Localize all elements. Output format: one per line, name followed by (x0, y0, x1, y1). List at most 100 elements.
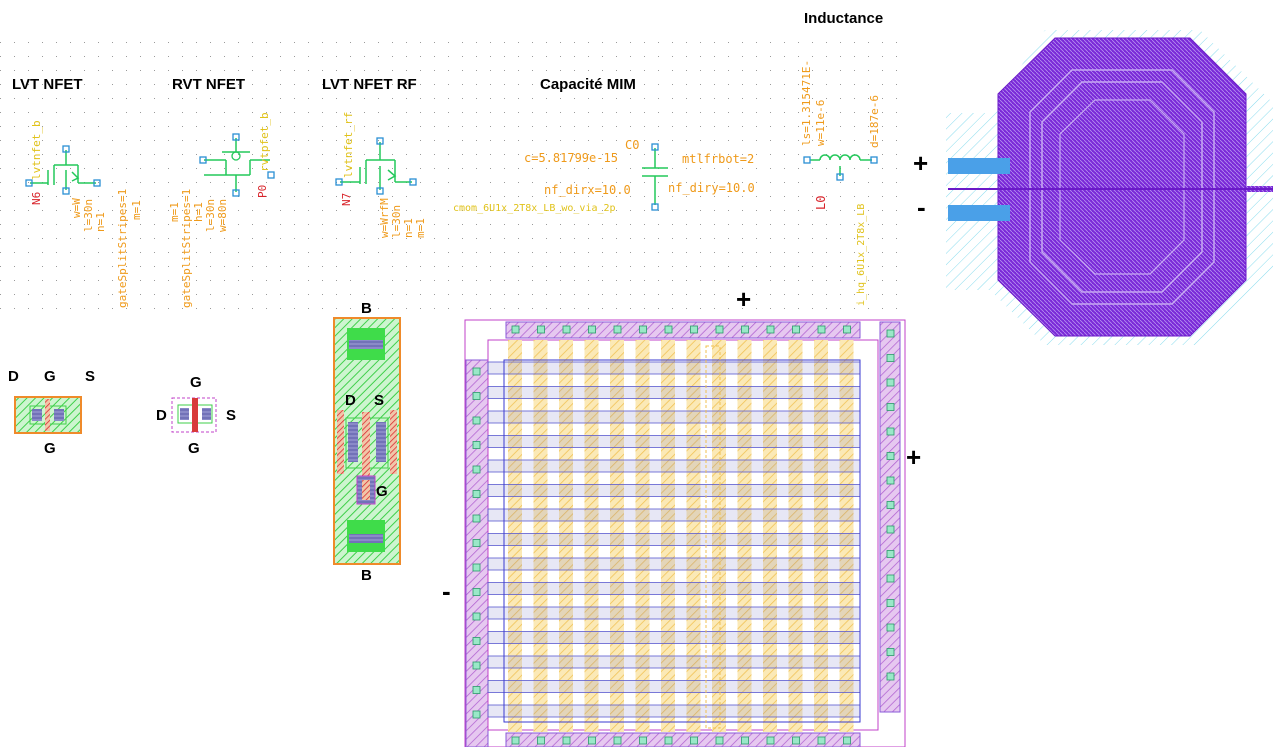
mim-plus-top-sign: + (736, 284, 752, 314)
mim-via (511, 736, 520, 745)
mim-via (472, 563, 481, 572)
rvt-pin-s: S (226, 407, 237, 424)
mim-via (472, 539, 481, 547)
lvt-nfet-rf-layout (333, 317, 401, 565)
inductor-plus-sign: + (913, 148, 929, 178)
mim-via (472, 392, 481, 400)
mim-vertical-finger (559, 340, 573, 732)
rf-pin-d: D (345, 392, 356, 409)
mim-via (886, 403, 895, 411)
mim-minus-left-sign: - (442, 576, 451, 606)
mim-mtlfrbot-label: mtlfrbot=2 (682, 152, 755, 166)
mim-horizontal-finger (487, 631, 861, 644)
mim-via (741, 325, 749, 334)
mim-via (613, 736, 622, 745)
mim-vertical-finger (533, 340, 548, 732)
mim-via (766, 736, 775, 745)
mim-horizontal-finger (487, 606, 861, 620)
mim-c-label: c=5.81799e-15 (524, 151, 618, 165)
mim-vertical-finger (610, 340, 624, 732)
mim-capacitor-symbol (642, 148, 668, 205)
mim-via (511, 325, 520, 334)
mim-via (886, 550, 895, 558)
mim-via (886, 329, 895, 338)
mim-via (472, 416, 481, 425)
lvt-nfet-layout (14, 396, 82, 434)
mim-horizontal-finger (487, 582, 861, 595)
mim-via (715, 736, 724, 745)
mim-vertical-finger (686, 340, 701, 732)
mim-vertical-finger (839, 340, 854, 732)
mim-via (886, 452, 895, 460)
mim-via (537, 736, 545, 745)
rf-pin-s: S (374, 392, 385, 409)
rf-pin-g: G (376, 483, 388, 500)
mim-via (664, 325, 673, 334)
mim-horizontal-finger (487, 459, 861, 473)
mim-via (562, 736, 571, 745)
mim-vertical-finger (788, 340, 803, 732)
mim-via (741, 736, 749, 745)
mim-via (472, 465, 481, 474)
mim-vertical-finger (763, 340, 777, 732)
rvt-nfet-layout (171, 397, 217, 433)
mim-via (472, 637, 481, 645)
mim-via (817, 736, 826, 745)
mim-cell-label: cmom_6U1x_2T8x_LB_wo_via_2p (453, 203, 616, 214)
mim-nfdiry-label: nf_diry=10.0 (668, 181, 755, 195)
title-inductance: Inductance (804, 10, 884, 27)
mim-via (562, 325, 571, 334)
mim-via (472, 588, 481, 596)
lvt-nfet-rf-symbol (340, 142, 412, 190)
mim-horizontal-finger (487, 557, 861, 571)
mim-via (690, 736, 698, 745)
mim-via (766, 325, 775, 334)
mim-via (792, 325, 800, 334)
mim-inst-label: C0 (625, 138, 640, 152)
mim-nfdirx-label: nf_dirx=10.0 (544, 183, 631, 197)
mim-via (664, 736, 673, 745)
mim-horizontal-finger (487, 386, 861, 399)
mim-plus-right-sign: + (906, 442, 922, 472)
mim-via (886, 599, 895, 607)
mim-via (886, 648, 895, 656)
mim-via (843, 736, 851, 745)
mim-via (886, 378, 895, 387)
mim-horizontal-finger (487, 533, 861, 546)
rvt-pin-g-bot: G (188, 440, 200, 457)
lvt-pin-s: S (85, 368, 96, 385)
rvt-pin-d: D (156, 407, 167, 424)
mim-via (886, 525, 895, 534)
title-rvt-nfet: RVT NFET (172, 76, 246, 93)
mim-via (817, 325, 826, 334)
lvt-pin-g-bot: G (44, 440, 56, 457)
mim-via (792, 736, 800, 745)
mim-horizontal-finger (487, 508, 861, 522)
rvt-pfet-symbol (204, 138, 270, 192)
mim-via (886, 427, 895, 436)
mim-via (472, 686, 481, 694)
mim-layout (464, 319, 906, 747)
rvt-pin-g-top: G (190, 374, 202, 391)
rf-pin-b-bot: B (361, 567, 372, 584)
title-lvt-nfet-rf: LVT NFET RF (322, 76, 417, 93)
mim-via (886, 672, 895, 681)
rf-pin-b-top: B (361, 300, 372, 317)
mim-horizontal-finger (487, 435, 861, 448)
mim-vertical-finger (508, 340, 522, 732)
mim-vertical-finger (712, 340, 726, 732)
mim-via (886, 574, 895, 583)
mim-vertical-finger (814, 340, 828, 732)
mim-via (472, 367, 481, 376)
mim-horizontal-finger (487, 410, 861, 424)
mim-via (472, 441, 481, 449)
mim-via (715, 325, 724, 334)
mim-horizontal-finger (487, 361, 861, 375)
mim-via (639, 325, 647, 334)
title-lvt-nfet: LVT NFET (12, 76, 83, 93)
mim-via (886, 476, 895, 485)
mim-vertical-finger (661, 340, 675, 732)
mim-via (472, 661, 481, 670)
